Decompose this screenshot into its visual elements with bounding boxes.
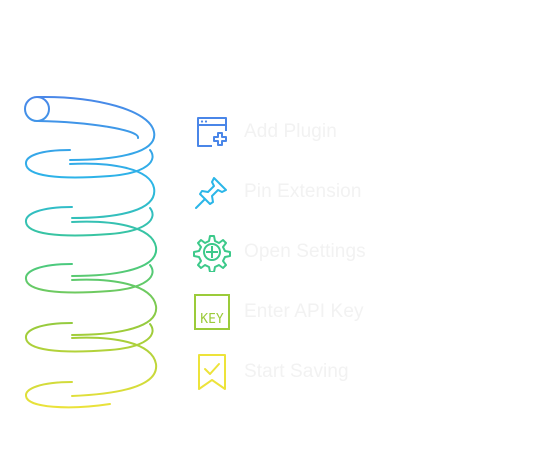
spring-coil-4 [25, 263, 154, 294]
gear-plus-icon [193, 235, 231, 272]
pushpin-icon [195, 177, 227, 209]
spring-end-cap [24, 96, 50, 122]
step-pin-extension: Pin Extension [192, 172, 452, 212]
spring-coil-1-inner [37, 120, 139, 139]
svg-text:KEY: KEY [200, 312, 224, 327]
spring-coil-2 [25, 149, 154, 179]
step-label: Open Settings [244, 241, 366, 262]
spring-coil-5 [25, 322, 154, 353]
spring-coil-3 [25, 206, 154, 237]
step-label: Pin Extension [244, 181, 362, 202]
step-label: Add Plugin [244, 121, 337, 142]
browser-plus-icon [197, 117, 227, 147]
spring-coil-4-back [71, 278, 158, 336]
step-open-settings: Open Settings [192, 232, 452, 272]
spring-coil-1 [37, 95, 156, 161]
spring-coil-5-back [71, 336, 158, 397]
spring-coil-2-back [69, 162, 156, 219]
step-label: Enter API Key [244, 301, 364, 322]
spring-coil-6 [25, 381, 111, 409]
step-enter-api-key: KEY Enter API Key [192, 292, 452, 332]
step-start-saving: Start Saving [192, 352, 452, 392]
step-add-plugin: Add Plugin [192, 112, 452, 152]
key-tag-icon: KEY [194, 294, 230, 330]
spring-coil-3-back [71, 220, 158, 277]
step-label: Start Saving [244, 361, 349, 382]
bookmark-check-icon [198, 354, 226, 390]
